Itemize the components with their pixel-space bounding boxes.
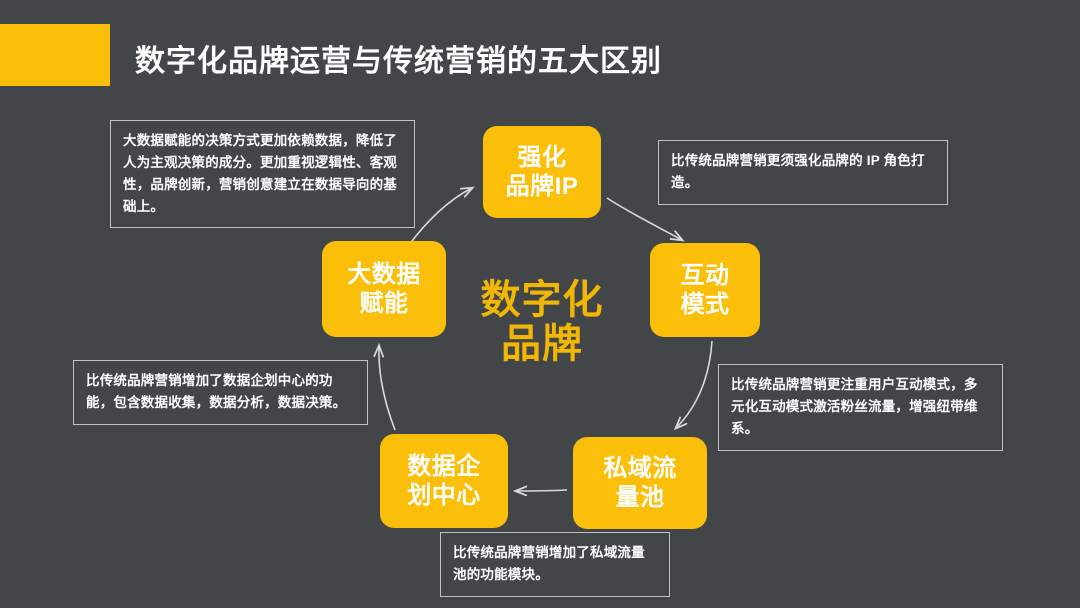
callout-shuju-qihua-zhongxin: 比传统品牌营销增加了数据企划中心的功能，包含数据收集，数据分析，数据决策。 — [73, 360, 368, 425]
node-dashuju-line-1: 大数据 — [347, 260, 421, 288]
center-label-line-1: 数字化 — [480, 278, 604, 322]
arrow-hudong-to-siyu — [676, 340, 713, 428]
node-siyu-liuliangchi[interactable]: 私域流 量池 — [573, 437, 707, 529]
callout-hudong-moshi: 比传统品牌营销更注重用户互动模式，多元化互动模式激活粉丝流量，增强纽带维系。 — [718, 364, 1003, 451]
callout-qianghua-pinpai-ip: 比传统品牌营销更须强化品牌的 IP 角色打造。 — [658, 140, 948, 205]
node-hudong-moshi[interactable]: 互动 模式 — [650, 243, 760, 337]
arrow-siyu-to-shuju — [516, 490, 568, 491]
page-title: 数字化品牌运营与传统营销的五大区别 — [135, 45, 662, 78]
node-siyu-line-1: 私域流 — [603, 454, 677, 482]
node-qianghua-line-2: 品牌IP — [505, 173, 579, 200]
node-siyu-line-2: 量池 — [615, 484, 665, 511]
node-hudong-line-1: 互动 — [680, 261, 730, 289]
diagram-center-label: 数字化 品牌 — [452, 278, 632, 366]
node-qianghua-pinpai-ip[interactable]: 强化 品牌IP — [483, 126, 601, 218]
node-shuju-line-2: 划中心 — [407, 482, 481, 509]
node-shuju-line-1: 数据企 — [407, 452, 481, 480]
node-hudong-line-2: 模式 — [680, 291, 730, 318]
callout-siyu-liuliangchi: 比传统品牌营销增加了私域流量池的功能模块。 — [440, 532, 670, 597]
node-qianghua-line-1: 强化 — [517, 143, 567, 171]
node-shuju-qihua-zhongxin[interactable]: 数据企 划中心 — [380, 434, 508, 528]
arrow-dashuju-to-qianghua — [408, 188, 472, 246]
node-dashuju-line-2: 赋能 — [359, 290, 409, 317]
header-accent-block — [0, 24, 110, 86]
arrow-shuju-to-dashuju — [379, 346, 396, 431]
callout-dashuju-funeng: 大数据赋能的决策方式更加依赖数据，降低了人为主观决策的成分。更加重视逻辑性、客观… — [110, 120, 415, 229]
node-dashuju-funeng[interactable]: 大数据 赋能 — [322, 241, 446, 337]
center-label-line-2: 品牌 — [501, 322, 583, 366]
